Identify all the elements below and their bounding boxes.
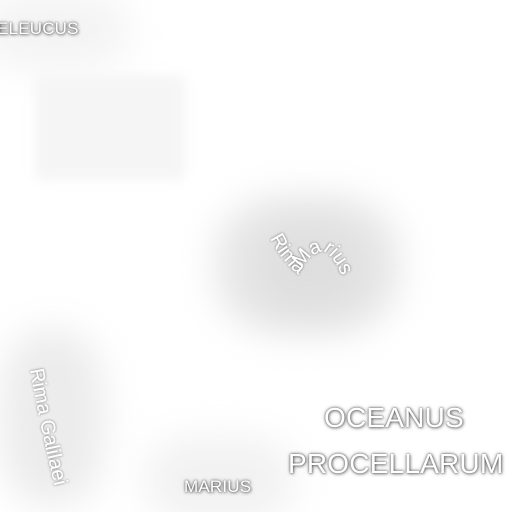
terrain-shade-rima-marius-core	[255, 225, 365, 310]
crater-label-seleucus: ELEUCUS	[0, 19, 79, 38]
rille-label-rima-galilaei: Rima Galilaei	[25, 367, 71, 488]
mare-label-line1: OCEANUS	[324, 402, 464, 433]
terrain-shade-patch	[35, 75, 185, 180]
crater-label-marius: MARIUS	[184, 477, 252, 496]
terrain-shade-rima-galilaei	[0, 330, 105, 505]
terrain-shade-marius	[145, 435, 295, 512]
terrain-shade-seleucus	[0, 0, 130, 70]
mare-label-line2: PROCELLARUM	[288, 448, 504, 479]
rille-label-rima-marius: Rima Marius	[266, 230, 358, 279]
